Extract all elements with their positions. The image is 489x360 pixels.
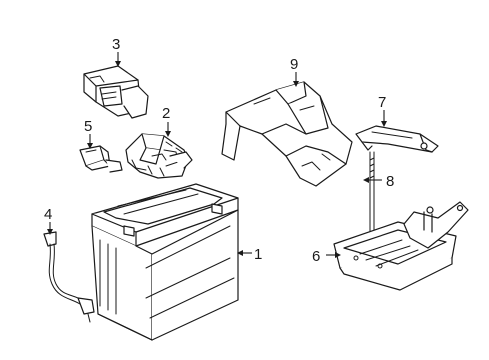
callout-4: 4 xyxy=(44,206,52,223)
part-8-bolt xyxy=(357,151,375,242)
arrow-3 xyxy=(115,61,121,67)
callout-8: 8 xyxy=(386,173,394,190)
arrow-9 xyxy=(293,81,299,87)
part-9-bracket xyxy=(221,81,353,187)
arrow-5 xyxy=(87,143,93,149)
callout-2: 2 xyxy=(162,105,170,122)
callout-3: 3 xyxy=(112,36,120,53)
part-3-relay-cover xyxy=(83,65,149,119)
arrow-7 xyxy=(381,121,387,127)
part-5-sensor xyxy=(79,145,123,173)
callout-7: 7 xyxy=(378,94,386,111)
callout-9: 9 xyxy=(290,56,298,73)
part-7-hold-down xyxy=(355,125,439,153)
arrow-2 xyxy=(165,131,171,137)
callout-1: 1 xyxy=(254,246,262,263)
part-6-tray xyxy=(333,201,469,291)
part-1-battery xyxy=(91,183,239,341)
callout-5: 5 xyxy=(84,118,92,135)
part-4-cable xyxy=(43,231,95,323)
arrow-1 xyxy=(237,250,243,256)
callout-6: 6 xyxy=(312,248,320,265)
arrow-6 xyxy=(335,252,341,258)
arrow-4 xyxy=(47,229,53,235)
part-2-fuse-block xyxy=(125,133,193,179)
arrow-8 xyxy=(363,177,369,183)
